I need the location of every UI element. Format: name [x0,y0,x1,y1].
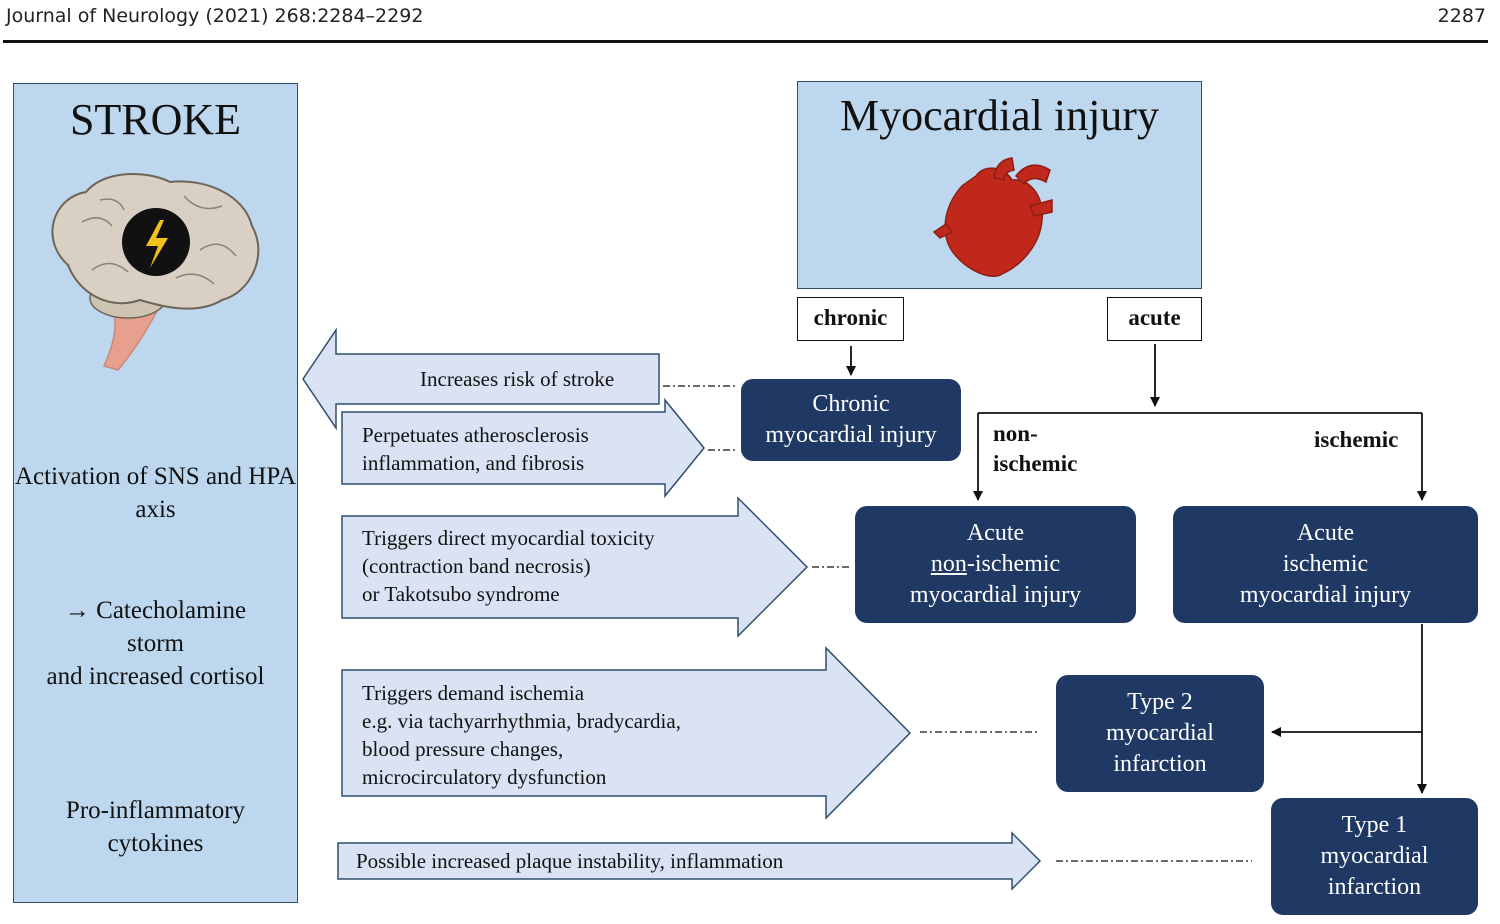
cytokines-text: Pro-inflammatory cytokines [65,797,246,857]
header-rule [3,40,1488,43]
toxicity-arrow-text: Triggers direct myocardial toxicity (con… [362,526,655,606]
catecholamine-text: → Catecholamine storm and increased cort… [46,597,265,690]
right-arrow-icon: → [64,597,90,624]
plaque-arrow-text: Possible increased plaque instability, i… [356,849,784,873]
stroke-title: STROKE [69,95,242,144]
demand-arrow-text: Triggers demand ischemia e.g. via tachya… [362,681,681,789]
acute-tag: acute [1107,297,1202,341]
acute-non-ischemic-box: Acute non-ischemic myocardial injury [855,506,1136,623]
myocardial-injury-title: Myocardial injury [840,91,1159,140]
chronic-myocardial-injury-box: Chronic myocardial injury [741,379,961,461]
page-number: 2287 [1437,5,1486,27]
athero-arrow-text: Perpetuates atherosclerosis inflammation… [362,423,589,475]
type2-mi-box: Type 2 myocardial infarction [1056,675,1264,792]
sns-hpa-text: Activation of SNS and HPA axis [14,463,297,523]
ischemic-label: ischemic [1314,427,1399,452]
chronic-tag: chronic [797,297,904,341]
risk-arrow [302,327,660,431]
plaque-arrow [337,831,1042,891]
risk-arrow-text: Increases risk of stroke [420,367,615,391]
athero-arrow [341,397,705,499]
journal-citation: Journal of Neurology (2021) 268:2284–229… [6,5,424,27]
demand-arrow [341,646,912,820]
acute-ischemic-box: Acute ischemic myocardial injury [1173,506,1478,623]
heart-icon [932,157,1053,277]
non-ischemic-label: non- ischemic [993,421,1078,476]
brain-icon [51,173,260,371]
toxicity-arrow [341,496,809,638]
type1-mi-box: Type 1 myocardial infarction [1271,798,1478,915]
